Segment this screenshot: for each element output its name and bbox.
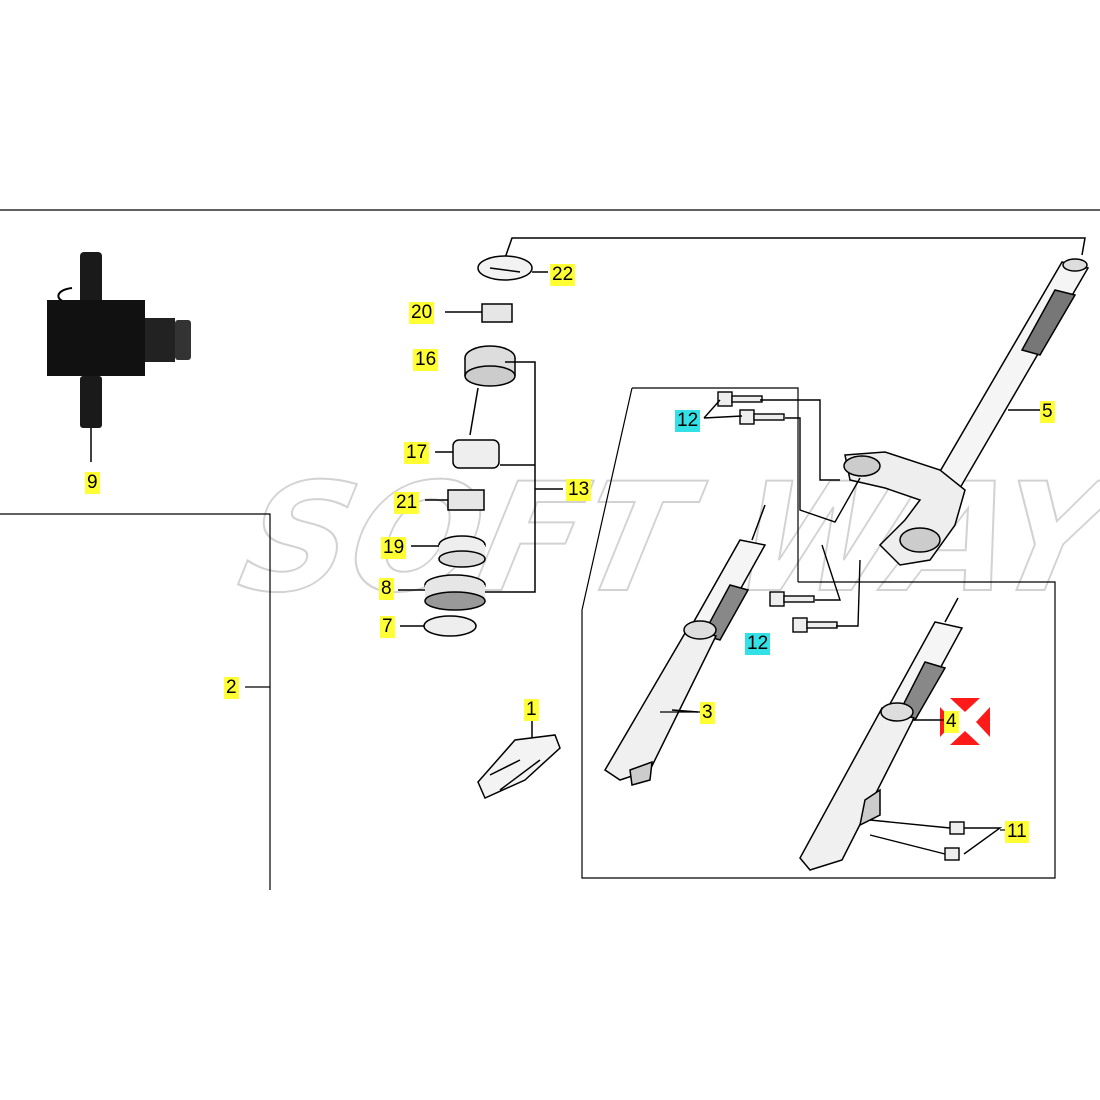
callout-3: 3	[700, 702, 715, 724]
watermark: SOFT WAY	[226, 450, 1100, 627]
callout-1: 1	[524, 699, 539, 721]
callout-9: 9	[85, 472, 100, 494]
fork-frames	[581, 387, 1056, 879]
callout-13: 13	[566, 479, 592, 501]
part-1-bracket	[477, 720, 561, 799]
callout-22: 22	[550, 264, 576, 286]
part-4-fork-leg	[799, 597, 964, 871]
callout-16: 16	[413, 349, 439, 371]
part-2-bracket	[0, 513, 271, 890]
callout-2: 2	[224, 677, 239, 699]
callout-5: 5	[1040, 401, 1055, 423]
part-5-steering-stem	[843, 258, 1090, 566]
callout-21: 21	[394, 492, 420, 514]
callout-7: 7	[380, 616, 395, 638]
callout-20: 20	[409, 302, 435, 324]
callout-12-upper: 12	[675, 410, 701, 432]
part-3-fork-leg	[603, 504, 767, 786]
part-9-switch-assembly	[47, 252, 191, 462]
part-12-bolts	[703, 391, 861, 633]
callout-8: 8	[379, 578, 394, 600]
callout-19: 19	[381, 537, 407, 559]
steering-stack	[398, 237, 1086, 637]
part-11-bolts	[869, 819, 1003, 861]
callout-4: 4	[944, 711, 959, 733]
svg-text:SOFT WAY: SOFT WAY	[227, 451, 1100, 626]
callout-17: 17	[404, 442, 430, 464]
callout-11: 11	[1005, 821, 1029, 843]
callout-12-lower: 12	[745, 633, 771, 655]
